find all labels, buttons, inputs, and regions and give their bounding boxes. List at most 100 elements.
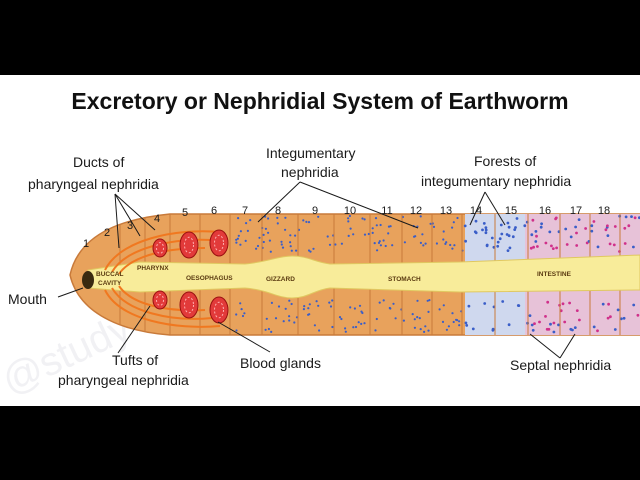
nephridium-dot xyxy=(358,304,362,307)
blood-glands xyxy=(152,229,229,324)
nephridium-dot xyxy=(334,243,337,246)
nephridium-dot xyxy=(302,308,305,311)
nephridium-dot xyxy=(496,240,500,244)
nephridium-dot xyxy=(236,237,239,240)
nephridium-dot xyxy=(573,326,577,329)
nephridium-dot xyxy=(452,320,455,324)
nephridium-dot xyxy=(361,311,364,315)
nephridium-dot xyxy=(276,222,279,225)
nephridium-dot xyxy=(624,215,628,219)
nephridium-dot xyxy=(484,231,488,235)
nephridium-dot xyxy=(606,316,610,320)
nephridium-dot xyxy=(371,231,374,234)
nephridium-dot xyxy=(280,240,283,243)
nephridium-dot xyxy=(555,246,558,250)
nephridium-dot xyxy=(349,306,352,309)
blood-gland-detail xyxy=(184,236,194,254)
nephridium-dot xyxy=(344,327,347,330)
segment-number: 11 xyxy=(381,205,392,217)
nephridium-dot xyxy=(305,220,308,223)
nephridium-dot xyxy=(552,330,556,334)
bottom-letterbox xyxy=(0,406,640,480)
nephridium-dot xyxy=(423,330,426,333)
nephridium-dot xyxy=(411,313,414,316)
nephridium-dot xyxy=(391,244,394,247)
nephridium-dot xyxy=(531,328,535,332)
nephridium-dot xyxy=(290,249,293,252)
nephridium-dot xyxy=(620,317,623,321)
integumentary-label-2: nephridia xyxy=(281,164,339,180)
nephridium-dot xyxy=(240,308,243,311)
nephridium-dot xyxy=(264,328,267,331)
segment-number: 16 xyxy=(539,205,551,217)
nephridium-dot xyxy=(451,247,454,250)
nephridium-dot xyxy=(235,238,238,241)
nephridium-dot xyxy=(374,329,377,332)
nephridium-dot xyxy=(514,226,517,229)
nephridium-dot xyxy=(307,307,310,310)
nephridium-dot xyxy=(535,234,538,238)
nephridium-dot xyxy=(481,228,484,232)
nephridium-dot xyxy=(289,234,292,237)
nephridium-dot xyxy=(444,242,447,245)
nephridium-dot xyxy=(317,304,320,307)
nephridium-dot xyxy=(246,229,249,232)
stomach-label: STOMACH xyxy=(388,276,421,283)
nephridium-dot xyxy=(289,241,292,244)
segment-number: 17 xyxy=(570,205,582,217)
nephridium-dot xyxy=(281,246,285,249)
blood-gland-detail xyxy=(156,294,164,306)
nephridium-dot xyxy=(256,244,260,248)
nephridium-dot xyxy=(548,230,552,234)
forests-label-1: Forests of xyxy=(474,153,536,169)
nephridium-dot xyxy=(498,237,502,241)
nephridium-dot xyxy=(608,242,612,246)
segment-number: 15 xyxy=(505,205,517,217)
nephridium-dot xyxy=(264,227,267,230)
nephridium-dot xyxy=(245,222,248,225)
nephridium-dot xyxy=(258,236,261,239)
nephridium-dot xyxy=(419,328,422,331)
nephridium-dot xyxy=(557,323,560,327)
nephridium-dot xyxy=(482,222,486,225)
nephridium-dot xyxy=(501,300,505,303)
nephridium-dot xyxy=(491,327,495,331)
pharynx-label: PHARYNX xyxy=(137,265,169,272)
segment-number: 1 xyxy=(83,238,89,250)
nephridium-dot xyxy=(467,304,471,308)
nephridium-dot xyxy=(375,224,378,227)
nephridium-dot xyxy=(349,227,352,230)
nephridium-dot xyxy=(451,312,454,315)
ducts-label-2: pharyngeal nephridia xyxy=(28,176,159,192)
blood-gland xyxy=(179,231,199,259)
nephridium-dot xyxy=(568,301,571,305)
nephridium-dot xyxy=(449,243,452,247)
nephridium-dot xyxy=(267,217,270,220)
nephridium-dot xyxy=(377,241,381,244)
nephridium-dot xyxy=(474,219,478,223)
nephridium-dot xyxy=(483,302,487,305)
nephridium-dot xyxy=(302,219,305,222)
nephridium-dot xyxy=(500,232,504,236)
nephridium-dot xyxy=(630,215,633,219)
nephridium-dot xyxy=(534,240,538,243)
nephridium-dot xyxy=(413,235,416,238)
nephridium-dot xyxy=(530,233,534,237)
nephridium-dot xyxy=(564,227,568,231)
nephridium-dot xyxy=(463,224,467,228)
nephridium-dot xyxy=(313,324,316,327)
nephridium-dot xyxy=(392,302,395,305)
blood-glands-label: Blood glands xyxy=(240,355,321,371)
blood-gland xyxy=(152,290,168,310)
nephridium-dot xyxy=(442,238,445,241)
nephridium-dot xyxy=(280,243,283,246)
nephridium-dot xyxy=(473,230,477,234)
nephridium-dot xyxy=(331,299,334,302)
nephridium-dot xyxy=(371,227,374,230)
nephridium-dot xyxy=(578,318,581,322)
nephridium-dot xyxy=(623,242,627,245)
nephridium-dot xyxy=(262,240,265,244)
nephridium-dot xyxy=(484,226,488,230)
nephridium-dot xyxy=(606,234,610,238)
